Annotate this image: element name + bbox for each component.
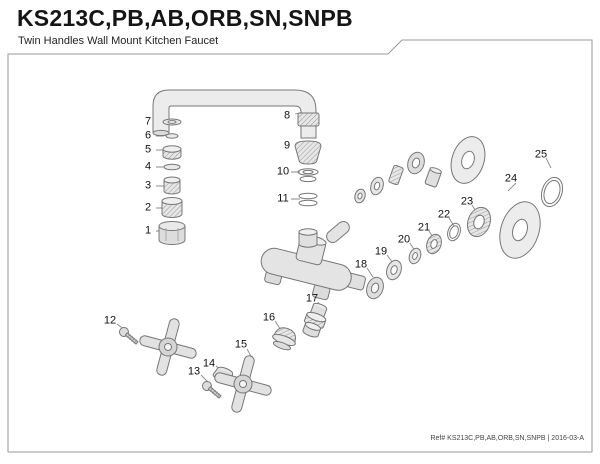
handle-right: [214, 355, 272, 413]
spout: [152, 89, 317, 139]
diagram-frame: [7, 39, 593, 453]
spout-collar: [297, 112, 320, 127]
escutcheon-lower: [499, 201, 541, 259]
page-title: KS213C,PB,AB,ORB,SN,SNPB: [17, 5, 353, 31]
handle-screw-left: [119, 327, 139, 345]
handle-screw-right: [202, 381, 222, 399]
handle-left: [139, 318, 197, 376]
page-subtitle: Twin Handles Wall Mount Kitchen Faucet: [18, 35, 219, 47]
reference-code: Ref# KS213C,PB,AB,ORB,SN,SNPB | 2016-03-…: [430, 435, 584, 442]
escutcheon-upper: [450, 136, 486, 184]
leader-lines: [116, 111, 552, 383]
trim-ring: [540, 176, 564, 208]
